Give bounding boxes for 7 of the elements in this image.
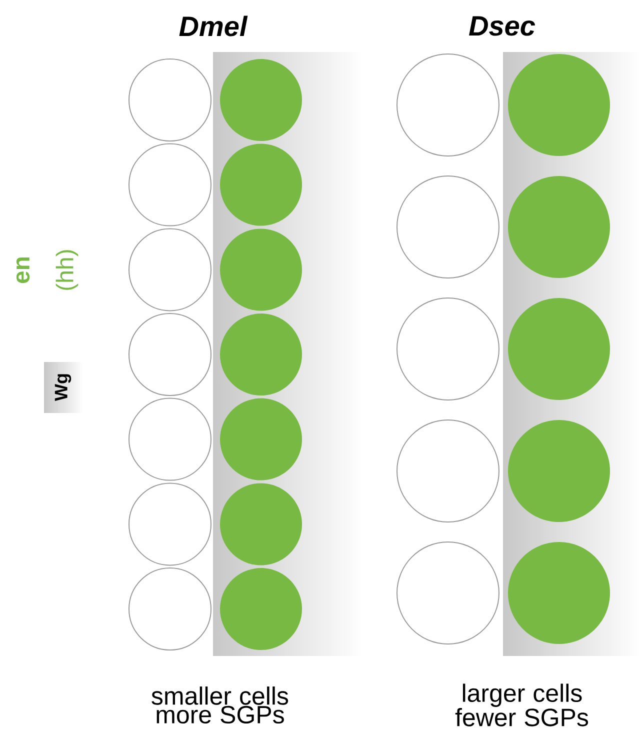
- caption: larger cells fewer SGPs: [455, 684, 588, 726]
- gene-label: (hh): [56, 250, 78, 290]
- gene-label: en: [16, 258, 30, 284]
- species-heading: Dmel: [179, 16, 248, 36]
- species-heading: Dsec: [469, 16, 536, 36]
- gene-label: Wg: [54, 374, 72, 401]
- caption: smaller cells more SGPs: [152, 686, 288, 724]
